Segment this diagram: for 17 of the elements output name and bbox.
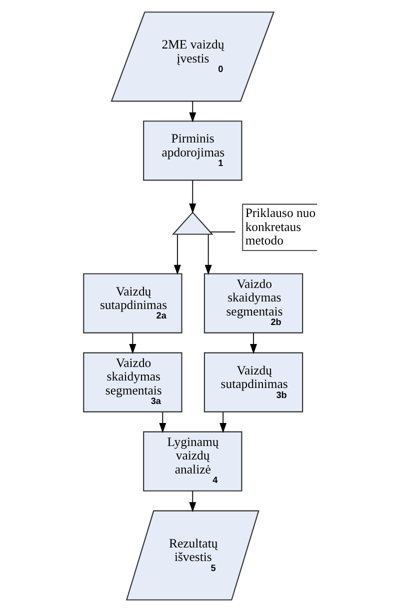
arrow (128, 332, 136, 354)
node-box: Pirminis apdorojimas 1 (142, 120, 242, 181)
node-text: Priklauso nuo konkretaus metodo (244, 206, 316, 248)
arrow (204, 234, 212, 275)
node-box: Lyginamų vaizdų analizė 4 (142, 431, 242, 492)
arrow (188, 100, 196, 122)
node-box: Vaizdo skaidymas segmentais 3a (82, 352, 182, 412)
arrow (188, 180, 196, 214)
arrow (158, 412, 166, 434)
node-triangle (171, 212, 213, 235)
arrow (188, 490, 196, 512)
arrow (250, 332, 257, 354)
node-box: Vaizdų sutapdinimas 3b (203, 352, 303, 412)
node-box: Vaizdų sutapdinimas 2a (82, 273, 182, 334)
node-box: Vaizdo skaidymas segmentais 2b (203, 273, 303, 334)
arrow (219, 412, 226, 434)
arrow (173, 234, 180, 275)
